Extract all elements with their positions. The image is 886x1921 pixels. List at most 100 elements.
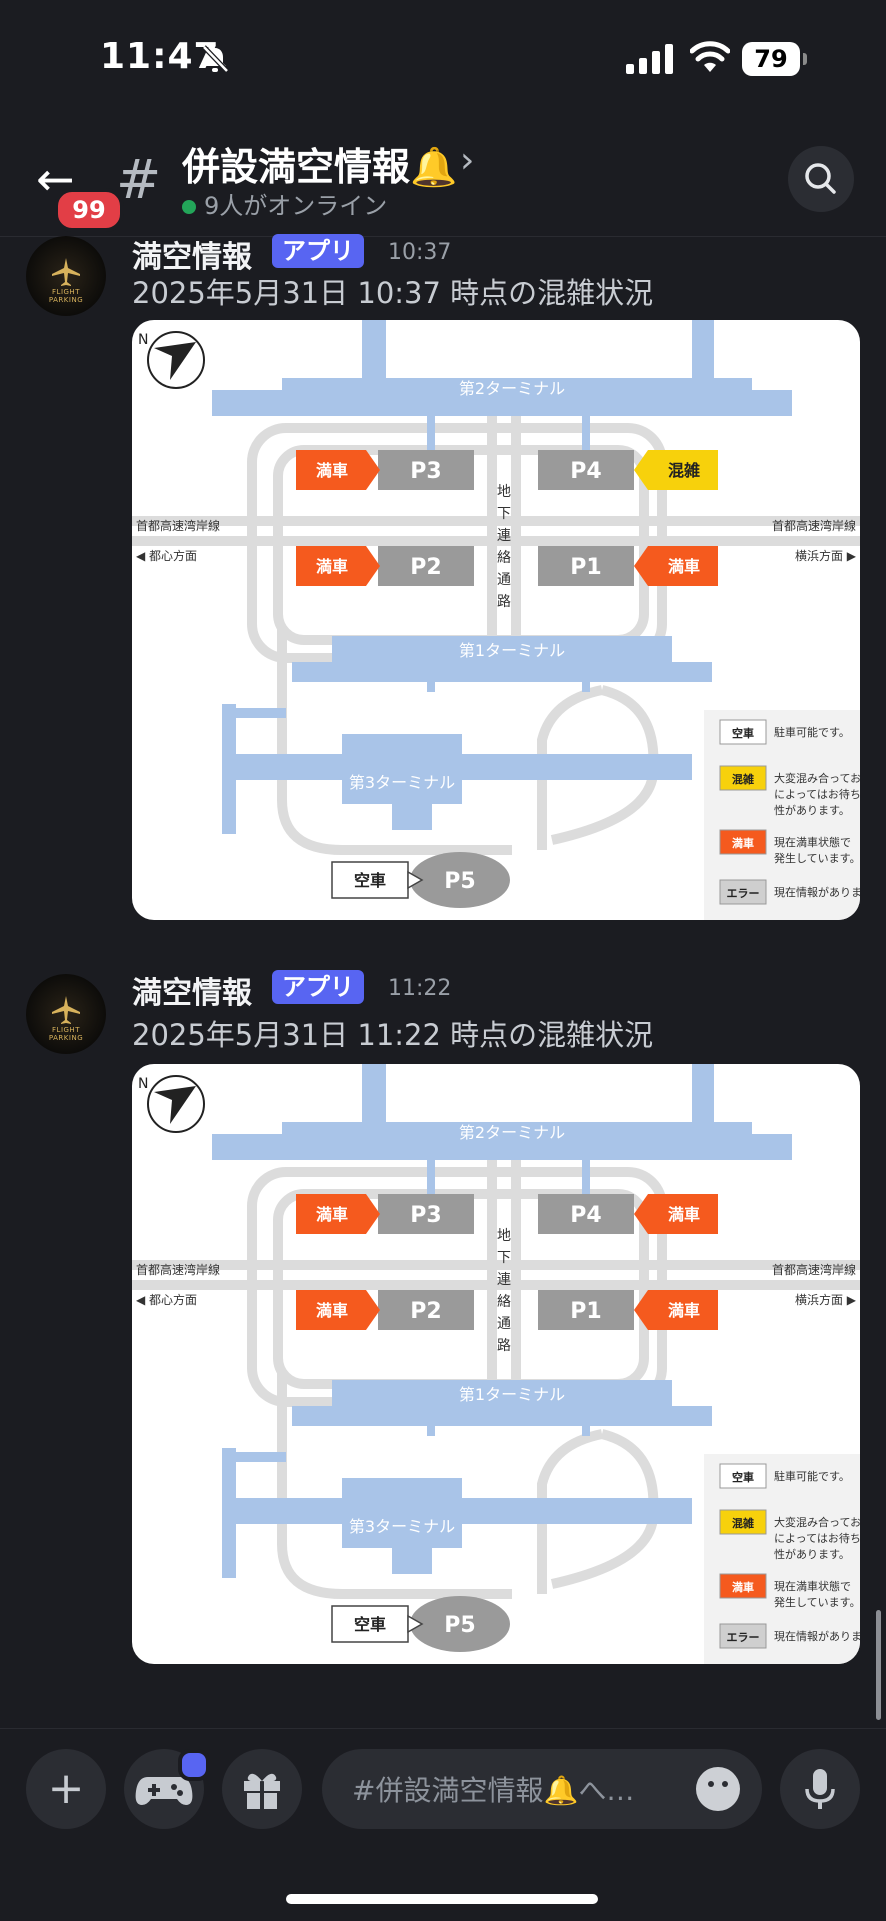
underground-char: 連 xyxy=(497,1272,511,1288)
lot-box xyxy=(538,1290,634,1330)
avatar[interactable]: FLIGHT PARKING xyxy=(26,974,106,1054)
message-author[interactable]: 満空情報 xyxy=(132,976,252,1011)
direction-left: ◀ 都心方面 xyxy=(136,548,197,563)
p5-status: 空車 xyxy=(354,871,386,890)
avatar-text: FLIGHT PARKING xyxy=(48,1026,84,1042)
p5-label: P5 xyxy=(444,869,475,894)
p1-label: P1 xyxy=(570,1299,601,1324)
p1-status: 満車 xyxy=(668,557,700,576)
hash-icon: # xyxy=(116,148,162,211)
parking-map-image[interactable]: N xyxy=(132,1064,860,1664)
chevron-right-icon[interactable]: › xyxy=(460,140,475,181)
parking-map-image[interactable]: N xyxy=(132,320,860,920)
message-input[interactable] xyxy=(350,1763,684,1817)
status-tag xyxy=(634,1290,718,1330)
highway-label-right: 首都高速湾岸線 xyxy=(772,1262,856,1277)
compass-icon: N xyxy=(138,331,205,389)
airplane-icon xyxy=(52,258,80,286)
gamepad-icon xyxy=(135,1777,193,1805)
p1-label: P1 xyxy=(570,555,601,580)
p3-label: P3 xyxy=(410,459,441,484)
p4-label: P4 xyxy=(570,1203,601,1228)
legend-desc: 駐車可能です。 xyxy=(774,1469,850,1483)
legend-key: エラー xyxy=(727,887,760,900)
highway-road-upper xyxy=(132,516,860,526)
legend-desc: 現在情報がありま xyxy=(774,885,860,899)
map-legend: 空車駐車可能です。 混雑大変混み合っておによってはお待ち性があります。 満車現在… xyxy=(704,1454,860,1664)
lot-box xyxy=(378,450,474,490)
scrollbar[interactable] xyxy=(876,1610,881,1720)
legend-swatch xyxy=(719,1463,767,1489)
legend-desc: 性があります。 xyxy=(774,1547,850,1561)
status-tag xyxy=(296,450,380,490)
p2-label: P2 xyxy=(410,1299,441,1324)
p4-status: 満車 xyxy=(668,1205,700,1224)
lot-box xyxy=(538,450,634,490)
voice-button[interactable] xyxy=(780,1749,860,1829)
terminal3-label: 第3ターミナル xyxy=(349,1517,455,1536)
highway-label-left: 首都高速湾岸線 xyxy=(136,518,220,533)
plus-icon: + xyxy=(47,1763,85,1814)
legend-row: エラー現在情報がありま xyxy=(719,1623,860,1649)
status-tag xyxy=(296,1290,380,1330)
legend-key: 混雑 xyxy=(732,772,754,786)
p1-status: 満車 xyxy=(668,1301,700,1320)
legend-swatch xyxy=(719,1573,767,1599)
channel-title[interactable]: 併設満空情報🔔 xyxy=(182,145,458,189)
message-input-container[interactable] xyxy=(322,1749,762,1829)
status-tag xyxy=(634,450,718,490)
p5-label: P5 xyxy=(444,1613,475,1638)
add-button[interactable]: + xyxy=(26,1749,106,1829)
legend-key: 空車 xyxy=(732,726,754,740)
p4-label: P4 xyxy=(570,459,601,484)
avatar[interactable]: FLIGHT PARKING xyxy=(26,236,106,316)
legend-swatch xyxy=(719,1623,767,1649)
p4-status: 混雑 xyxy=(668,461,700,480)
parking-lot-p4: P4 混雑 xyxy=(538,450,718,490)
p2-status: 満車 xyxy=(316,1301,348,1320)
terminal2-label: 第2ターミナル xyxy=(459,1123,565,1142)
legend-desc: によってはお待ち xyxy=(774,787,860,801)
underground-char: 地 xyxy=(497,1228,511,1244)
highway-road-lower xyxy=(132,536,860,546)
terminal3-label: 第3ターミナル xyxy=(349,773,455,792)
search-button[interactable] xyxy=(788,146,854,212)
legend-swatch xyxy=(719,829,767,855)
lot-box xyxy=(378,1290,474,1330)
emoji-icon[interactable] xyxy=(696,1767,740,1811)
highway-road-upper xyxy=(132,1260,860,1270)
terminal-shapes xyxy=(212,1064,792,1578)
direction-left: ◀ 都心方面 xyxy=(136,1292,197,1307)
terminal-shapes xyxy=(212,320,792,834)
airplane-icon xyxy=(52,996,80,1024)
underground-char: 絡 xyxy=(497,550,511,566)
message-author[interactable]: 満空情報 xyxy=(132,240,252,275)
svg-text:N: N xyxy=(138,332,148,348)
lot-box xyxy=(538,546,634,586)
parking-lot-p1: P1 満車 xyxy=(538,1290,718,1330)
underground-char: 下 xyxy=(497,506,511,522)
svg-text:N: N xyxy=(138,1076,148,1092)
legend-swatch xyxy=(719,1509,767,1535)
legend-desc: 発生しています。 xyxy=(774,1595,860,1609)
unread-badge: 99 xyxy=(54,188,124,232)
online-count: 9人がオンライン xyxy=(204,192,388,220)
underground-char: 絡 xyxy=(497,1294,511,1310)
legend-key: 満車 xyxy=(732,1580,754,1594)
legend-desc: 性があります。 xyxy=(774,803,850,817)
legend-key: エラー xyxy=(727,1631,760,1644)
avatar-text: FLIGHT PARKING xyxy=(48,288,84,304)
legend-swatch xyxy=(719,719,767,745)
message: FLIGHT PARKING 満空情報 アプリ 10:37 2025年5月31日… xyxy=(0,228,886,948)
underground-char: 地 xyxy=(497,484,511,500)
underground-char: 通 xyxy=(497,1316,511,1332)
status-tag xyxy=(296,546,380,586)
terminal1-label: 第1ターミナル xyxy=(459,1385,565,1404)
gift-button[interactable] xyxy=(222,1749,302,1829)
home-indicator xyxy=(286,1894,598,1904)
legend-key: 空車 xyxy=(732,1470,754,1484)
